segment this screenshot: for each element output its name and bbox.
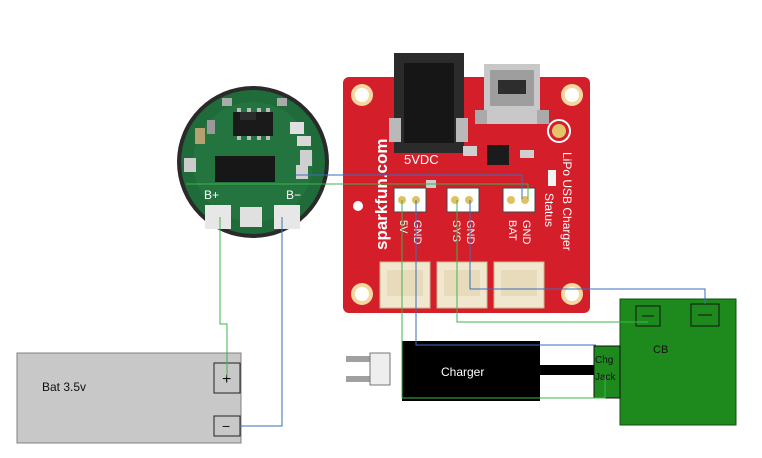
pad-bminus — [274, 205, 300, 229]
sparkfun-brand: sparkfun.com — [372, 139, 391, 250]
battery-plus-label: + — [222, 371, 231, 388]
battery-minus-label: − — [222, 418, 230, 434]
conn1-pin-label: 5V — [397, 220, 409, 234]
status-label: Status — [542, 193, 556, 227]
dc-jack-label: 5VDC — [404, 152, 439, 167]
conn2-pin-label: SYS — [450, 220, 462, 242]
charger: Charger — [346, 341, 595, 401]
cb-jack-label-1: Chg — [595, 355, 613, 366]
bminus-label: B− — [286, 188, 301, 202]
jst-connector-5v — [379, 261, 431, 309]
wire-battery-plus — [219, 217, 228, 377]
cb-jack-label-2: Jack — [595, 372, 617, 383]
wire-pack-plus — [186, 183, 529, 199]
wire-sys-gnd — [469, 200, 706, 304]
bplus-label: B+ — [204, 188, 219, 202]
wire-sys — [456, 200, 648, 323]
conn3-pin-label: BAT — [506, 220, 518, 241]
wire-battery-minus — [240, 217, 283, 427]
charger-label: Charger — [441, 365, 484, 379]
battery: Bat 3.5v + − — [16, 352, 242, 444]
sparkfun-charger-board: 5VDC sparkfun.com LiPo USB Charger Statu… — [343, 53, 590, 313]
board-title: LiPo USB Charger — [560, 152, 574, 251]
wire-5v-pin — [401, 200, 606, 399]
pad-bplus — [205, 205, 231, 229]
jst-connector-bat — [493, 261, 545, 309]
conn3-gnd-label: GND — [520, 220, 532, 245]
mosfet-chip — [215, 156, 275, 182]
wire-5v-gnd — [415, 200, 596, 346]
sparkfun-flame-icon — [353, 201, 363, 211]
protection-board: B+ B− — [177, 86, 329, 238]
cb-charge-jack — [593, 345, 621, 399]
cb-label: CB — [653, 344, 668, 356]
wire-pack-minus — [296, 174, 523, 199]
charger-body — [402, 341, 540, 401]
battery-label: Bat 3.5v — [42, 380, 86, 394]
wires — [186, 174, 706, 427]
conn1-gnd-label: GND — [411, 220, 423, 245]
jst-connector-sys — [436, 261, 488, 309]
cb-board: CB Chg Jack — [593, 298, 737, 426]
charger-cable — [540, 365, 595, 375]
